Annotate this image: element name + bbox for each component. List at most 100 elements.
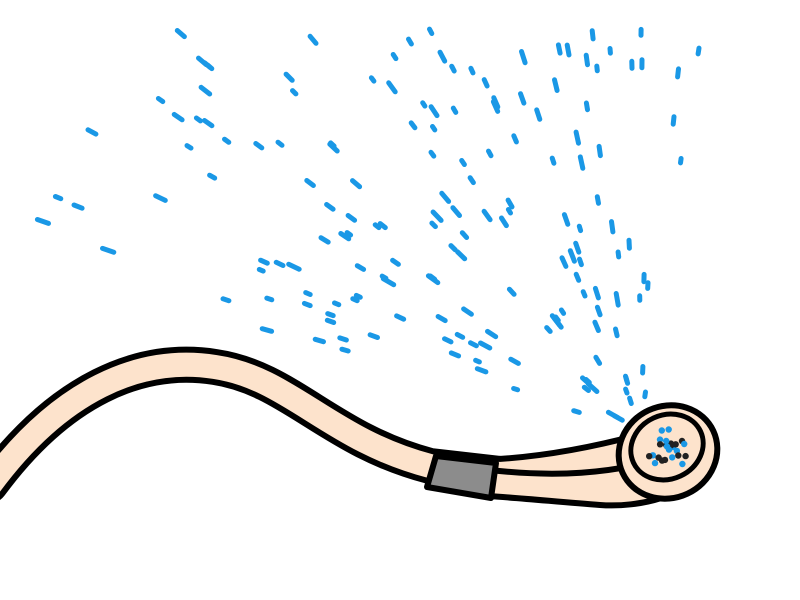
- water-droplet: [253, 141, 265, 151]
- water-droplet: [594, 304, 603, 318]
- water-droplet: [613, 291, 621, 308]
- water-droplet: [580, 289, 588, 299]
- water-droplet: [577, 256, 584, 268]
- water-droplet: [372, 222, 382, 231]
- water-droplet: [555, 42, 563, 56]
- water-droplet: [581, 384, 591, 393]
- water-droplet: [290, 88, 299, 97]
- water-droplet: [427, 26, 435, 36]
- water-droplet: [583, 100, 590, 113]
- water-droplet: [350, 178, 363, 190]
- water-droplet: [155, 96, 166, 105]
- water-droplet: [259, 326, 275, 334]
- water-droplet: [442, 336, 454, 345]
- water-droplet: [485, 328, 499, 340]
- water-droplet: [430, 209, 444, 223]
- water-droplet: [220, 296, 232, 304]
- water-droplet: [368, 75, 377, 84]
- nozzle-holes: [646, 426, 689, 468]
- water-droplet: [406, 36, 414, 47]
- water-droplet: [339, 346, 351, 354]
- water-droplet: [283, 71, 295, 83]
- water-droplet: [454, 331, 466, 340]
- water-droplet: [499, 215, 509, 229]
- nozzle-hole: [651, 459, 659, 467]
- water-droplet: [193, 115, 203, 124]
- water-droplet: [573, 129, 581, 146]
- water-droplet: [511, 133, 519, 145]
- water-droplet: [490, 99, 501, 114]
- water-droplet: [196, 55, 209, 68]
- water-droplet: [473, 357, 482, 365]
- water-droplet: [596, 143, 603, 159]
- nozzle-hole: [679, 460, 686, 468]
- water-droplet: [394, 313, 407, 322]
- water-droplet: [559, 255, 569, 269]
- nozzle-hole: [682, 452, 689, 460]
- water-droplet: [486, 148, 494, 159]
- water-droplet: [301, 300, 313, 309]
- water-droplet: [380, 276, 397, 288]
- water-droplet: [623, 373, 630, 384]
- nozzle-hole: [656, 441, 664, 448]
- water-droplet: [171, 111, 185, 123]
- water-droplet: [511, 386, 521, 393]
- water-droplet: [623, 386, 630, 396]
- water-droplet: [198, 84, 213, 97]
- water-droplet: [286, 261, 302, 272]
- nozzle-hole: [669, 454, 676, 461]
- water-droplet: [338, 231, 352, 242]
- water-droplet: [377, 221, 388, 231]
- water-droplet: [549, 155, 557, 166]
- water-droplet: [264, 295, 275, 303]
- water-droplet: [459, 230, 470, 240]
- water-droplet: [593, 354, 603, 366]
- water-droplet: [571, 408, 582, 415]
- water-droplet: [222, 136, 232, 145]
- water-droplet: [675, 66, 681, 80]
- water-droplet: [207, 172, 218, 181]
- water-droplet: [670, 114, 677, 127]
- water-droplet: [583, 52, 590, 68]
- hose-body: [0, 352, 652, 492]
- water-droplet: [428, 104, 440, 119]
- water-droplet: [439, 190, 452, 204]
- water-droplet: [324, 202, 336, 212]
- water-droplet: [481, 208, 493, 223]
- water-droplet: [100, 245, 117, 255]
- nozzle-hole: [665, 426, 672, 433]
- water-droplet: [34, 217, 51, 226]
- water-droplet: [337, 335, 349, 343]
- water-droplet: [353, 292, 363, 300]
- water-droplet: [345, 213, 358, 223]
- water-droplet: [551, 315, 564, 330]
- water-droplet: [678, 156, 684, 166]
- nozzle-hole: [681, 440, 688, 448]
- water-droplet: [350, 296, 360, 304]
- water-droplet: [153, 193, 168, 203]
- water-droplet: [427, 273, 438, 282]
- water-droplet: [573, 271, 582, 283]
- water-droplet: [505, 197, 515, 210]
- water-droplet: [642, 389, 648, 400]
- water-droplet: [184, 143, 194, 151]
- water-droplet: [307, 33, 319, 46]
- nozzle-hole: [658, 457, 666, 464]
- water-droplet: [455, 249, 468, 262]
- water-droplet: [580, 375, 591, 386]
- water-droplet: [589, 28, 596, 42]
- water-droplet: [390, 257, 401, 267]
- water-droplet: [592, 319, 601, 333]
- water-droplet: [448, 350, 462, 359]
- water-droplet: [437, 49, 448, 64]
- water-droplet: [558, 307, 567, 316]
- water-droplet: [613, 326, 620, 339]
- water-droplet: [332, 300, 342, 308]
- water-droplet: [367, 332, 380, 340]
- water-droplet: [592, 285, 601, 301]
- water-droplet: [386, 80, 398, 95]
- water-spray: [34, 26, 702, 423]
- water-droplet: [275, 139, 285, 148]
- nozzle-hole: [646, 453, 653, 460]
